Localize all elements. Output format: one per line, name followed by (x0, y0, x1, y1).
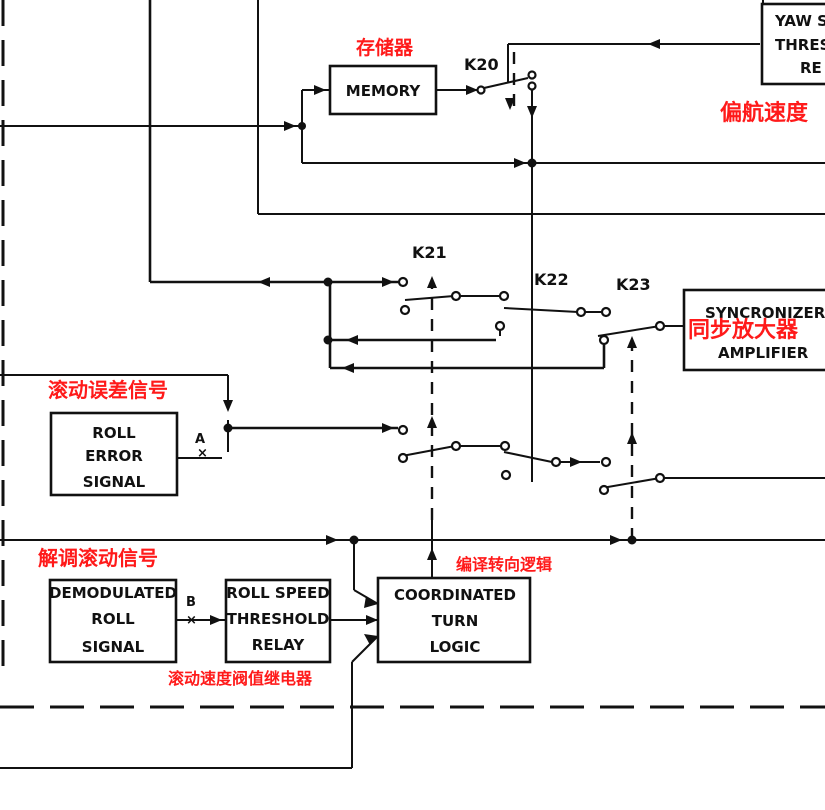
yaw-line-1: YAW S (774, 12, 825, 30)
demodulated-line-3: SIGNAL (82, 638, 145, 656)
k20-label: K20 (464, 55, 499, 74)
svg-text:×: × (186, 613, 197, 628)
demodulated-roll-signal-block: DEMODULATED ROLL SIGNAL (48, 578, 178, 664)
memory-block: MEMORY (328, 64, 438, 116)
roll-error-annotation: 滚动误差信号 (48, 378, 168, 402)
switch-labels: K20 K21 K22 K23 A B (186, 55, 651, 610)
demodulated-line-1: DEMODULATED (49, 584, 177, 602)
roll-speed-line-1: ROLL SPEED (226, 584, 329, 602)
point-b-label: B (186, 595, 196, 610)
roll-speed-line-2: THRESHOLD (227, 610, 330, 628)
roll-error-line-3: SIGNAL (83, 473, 146, 491)
yaw-line-3: RE (800, 59, 822, 77)
yaw-annotation: 偏航速度 (720, 100, 809, 126)
roll-speed-threshold-relay-block: ROLL SPEED THRESHOLD RELAY (224, 578, 332, 664)
synchronizer-line-2: AMPLIFIER (718, 344, 809, 362)
coordinated-turn-logic-block: COORDINATED TURN LOGIC (376, 576, 532, 664)
memory-label: MEMORY (346, 82, 422, 100)
wiring (0, 0, 825, 769)
roll-error-line-1: ROLL (92, 424, 136, 442)
coordinated-line-2: TURN (432, 612, 479, 630)
yaw-line-2: THRES (775, 36, 825, 54)
synchronizer-line-1: SYNCRONIZER (705, 304, 825, 322)
chinese-annotations: 存储器 偏航速度 同步放大器 滚动误差信号 解调滚动信号 编译转向逻辑 滚动速度… (38, 36, 809, 688)
svg-text:×: × (197, 446, 208, 461)
coordinated-line-3: LOGIC (430, 638, 481, 656)
coordinated-annotation: 编译转向逻辑 (456, 555, 552, 574)
coordinated-line-1: COORDINATED (394, 586, 516, 604)
synchronizer-annotation: 同步放大器 (688, 317, 799, 343)
yaw-threshold-relay-block: YAW S THRES RE (760, 2, 825, 86)
junction-nodes (223, 122, 637, 545)
memory-annotation: 存储器 (356, 36, 414, 59)
demodulated-annotation: 解调滚动信号 (38, 546, 158, 570)
synchronizer-amplifier-block: SYNCRONIZER AMPLIFIER (682, 288, 825, 372)
demodulated-line-2: ROLL (91, 610, 135, 628)
switch-contacts (397, 70, 666, 496)
k21-label: K21 (412, 243, 447, 262)
point-a-label: A (195, 432, 205, 447)
k22-label: K22 (534, 270, 569, 289)
arrows (210, 39, 660, 645)
k23-label: K23 (616, 275, 651, 294)
roll-error-line-2: ERROR (85, 447, 143, 465)
roll-speed-line-3: RELAY (252, 636, 306, 654)
break-points: × × (186, 446, 208, 628)
roll-speed-annotation: 滚动速度阀值继电器 (168, 669, 313, 688)
roll-error-signal-block: ROLL ERROR SIGNAL (49, 411, 179, 497)
